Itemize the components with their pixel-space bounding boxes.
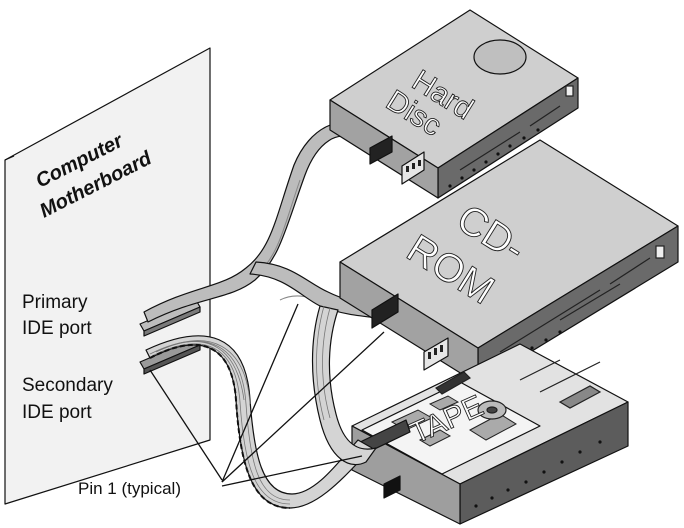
secondary-port-label-line2: IDE port [22, 402, 92, 423]
port-labels: Primary IDE port Secondary IDE port [22, 292, 113, 423]
pin1-leader-tape [221, 455, 363, 487]
secondary-port-label-line1: Secondary [22, 375, 113, 396]
secondary-ribbon-cable [145, 335, 373, 509]
pin1-label: Pin 1 (typical) [78, 479, 181, 498]
pin1-callout: Pin 1 (typical) [78, 303, 385, 498]
pin1-leader-cdrom [221, 331, 385, 483]
motherboard-panel [4, 47, 211, 505]
primary-port-label-line1: Primary [22, 292, 88, 313]
motherboard: Computer Motherboard [4, 47, 211, 505]
cdrom-drive: CD- ROM [339, 139, 679, 385]
primary-port-label-line2: IDE port [22, 318, 92, 339]
cdrom-ribbon-cable [311, 305, 377, 466]
pin1-leader-secondary-port [149, 369, 223, 481]
hard-disc-spindle [473, 39, 527, 75]
hard-disc-drive: Hard Disc [329, 9, 579, 199]
tape-drive: TAPE [351, 343, 629, 525]
pin1-leader-primary-cable [221, 303, 299, 483]
